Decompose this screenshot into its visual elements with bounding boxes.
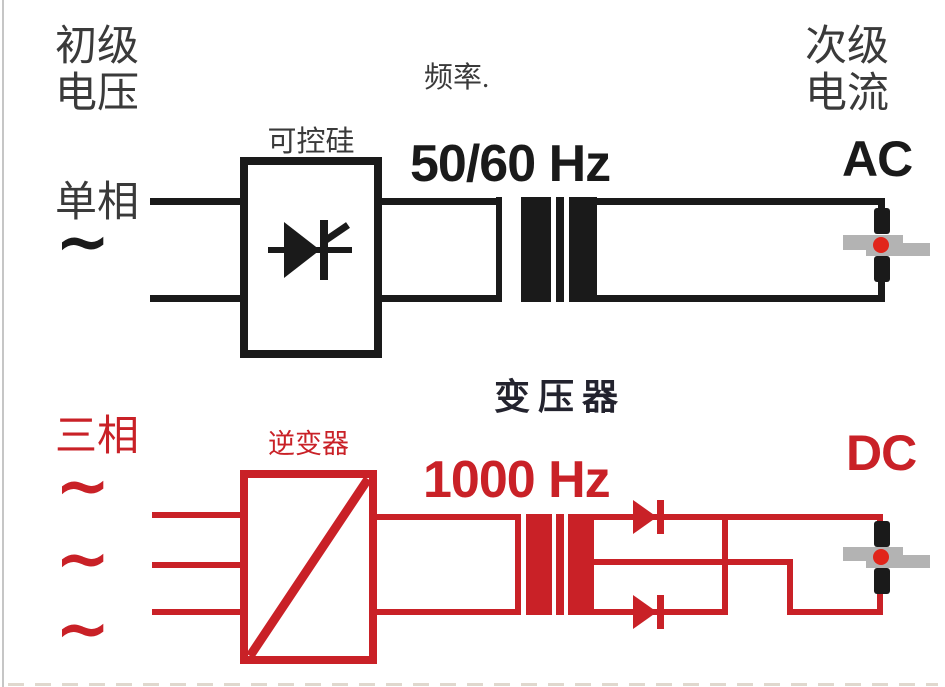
electrode-contact bbox=[874, 208, 890, 234]
ac-wave-symbol: ~ bbox=[55, 520, 111, 597]
wire-segment bbox=[152, 512, 240, 518]
arc-point-icon bbox=[873, 549, 889, 565]
electrode-contact bbox=[874, 568, 890, 594]
wire-segment bbox=[152, 562, 240, 568]
wire-segment bbox=[382, 295, 496, 302]
wire-junction-vertical bbox=[722, 514, 728, 615]
wire-segment bbox=[878, 200, 885, 212]
wire-segment bbox=[150, 295, 240, 302]
wire-segment bbox=[152, 609, 240, 615]
diode-icon bbox=[633, 595, 657, 629]
transformer-core-line bbox=[556, 197, 564, 302]
wire-segment bbox=[594, 514, 883, 520]
transformer-secondary-winding bbox=[568, 514, 594, 615]
wire-segment bbox=[877, 514, 883, 526]
electrode-contact bbox=[874, 256, 890, 282]
cropped-caption-strip bbox=[8, 683, 938, 686]
thyristor-label: 可控硅 bbox=[267, 126, 355, 158]
transformer-label: 变压器 bbox=[494, 376, 627, 417]
electrode-contact bbox=[874, 521, 890, 547]
wire-segment-center-tap bbox=[594, 559, 790, 565]
diode-icon bbox=[633, 500, 657, 534]
transformer-primary-bracket bbox=[515, 514, 521, 615]
wire-segment bbox=[878, 281, 885, 300]
thyristor-box bbox=[240, 157, 382, 358]
transformer-primary-bracket bbox=[496, 197, 502, 302]
transformer-primary-winding bbox=[521, 197, 551, 302]
arc-point-icon bbox=[873, 237, 889, 253]
frequency-value-ac: 50/60 Hz bbox=[410, 135, 611, 193]
wire-segment bbox=[377, 609, 515, 615]
inverter-label: 逆变器 bbox=[268, 429, 349, 459]
diode-cathode-bar bbox=[657, 595, 664, 629]
primary-voltage-label: 初级 电压 bbox=[55, 24, 140, 118]
output-type-dc: DC bbox=[846, 425, 917, 481]
diode-cathode-bar bbox=[657, 500, 664, 534]
ac-wave-symbol: ~ bbox=[55, 203, 111, 280]
wire-segment bbox=[377, 514, 515, 520]
ac-wave-symbol: ~ bbox=[55, 447, 111, 524]
thyristor-icon bbox=[268, 220, 352, 280]
three-phase-label: 三相 bbox=[55, 414, 140, 460]
wire-segment bbox=[787, 609, 883, 615]
wire-segment bbox=[150, 198, 240, 205]
wire-segment bbox=[382, 198, 496, 205]
single-phase-label: 单相 bbox=[55, 180, 140, 226]
frequency-label: 频率. bbox=[424, 62, 490, 94]
output-type-ac: AC bbox=[842, 131, 913, 187]
wire-segment bbox=[597, 198, 885, 205]
ac-wave-symbol: ~ bbox=[55, 590, 111, 667]
wire-segment bbox=[877, 594, 883, 615]
transformer-core-line bbox=[556, 514, 564, 615]
transformer-primary-winding bbox=[526, 514, 552, 615]
transformer-secondary-winding bbox=[569, 197, 597, 302]
frequency-value-dc: 1000 Hz bbox=[423, 451, 611, 509]
wire-segment bbox=[597, 295, 885, 302]
page-edge-line bbox=[2, 0, 4, 687]
inverter-diagonal-icon bbox=[246, 476, 372, 659]
wire-segment bbox=[787, 559, 793, 615]
secondary-current-label: 次级 电流 bbox=[805, 24, 890, 118]
